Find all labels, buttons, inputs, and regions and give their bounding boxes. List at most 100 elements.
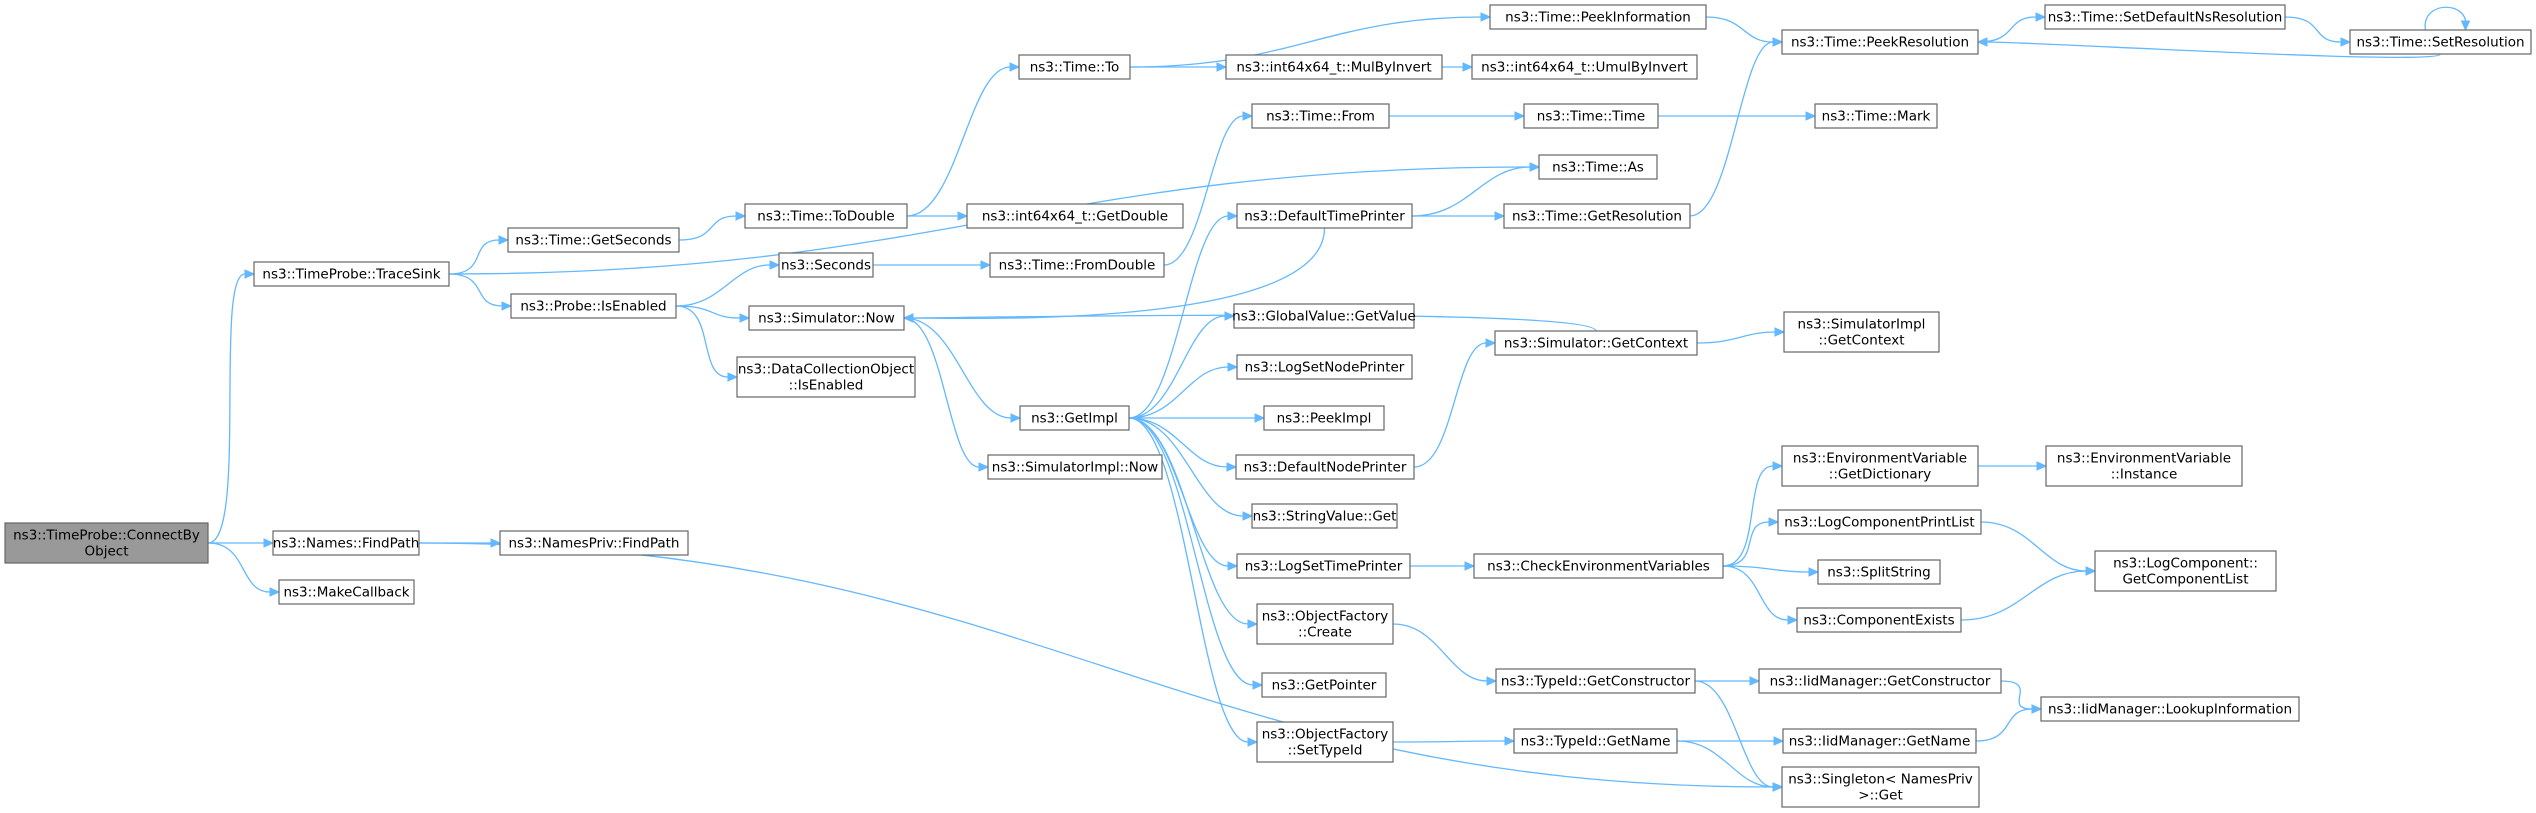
node-iidlookup[interactable]: ns3::IidManager::LookupInformation xyxy=(2040,696,2300,722)
node-umulbyinvert[interactable]: ns3::int64x64_t::UmulByInvert xyxy=(1471,54,1698,80)
edge-arrowhead xyxy=(1773,736,1785,746)
node-box xyxy=(1814,103,1938,129)
node-box xyxy=(2040,696,2300,722)
edge-arrowhead xyxy=(1808,567,1820,577)
node-box xyxy=(966,203,1184,229)
edge-arrowhead xyxy=(957,211,969,221)
node-label: ns3::TypeId::GetConstructor xyxy=(1501,674,1691,690)
node-typeidname[interactable]: ns3::TypeId::GetName xyxy=(1513,728,1678,754)
node-logcompprint[interactable]: ns3::LogComponentPrintList xyxy=(1777,509,1982,535)
node-label: ::Create xyxy=(1298,625,1352,641)
edge-getimpl-to-getpointer xyxy=(1128,417,1254,686)
node-timeto[interactable]: ns3::Time::To xyxy=(1018,54,1131,80)
node-simnow[interactable]: ns3::Simulator::Now xyxy=(748,305,905,331)
node-checkenv[interactable]: ns3::CheckEnvironmentVariables xyxy=(1473,553,1724,579)
node-box xyxy=(1538,154,1658,180)
node-box xyxy=(1503,203,1691,229)
node-lognodeprinter[interactable]: ns3::LogSetNodePrinter xyxy=(1236,354,1413,380)
node-fromdouble[interactable]: ns3::Time::FromDouble xyxy=(989,252,1165,278)
node-dcoisenabled[interactable]: ns3::DataCollectionObject::IsEnabled xyxy=(736,356,916,398)
node-box xyxy=(1783,311,1940,353)
node-stringvalue[interactable]: ns3::StringValue::Get xyxy=(1251,503,1398,529)
node-peekres[interactable]: ns3::Time::PeekResolution xyxy=(1781,29,1979,55)
node-getseconds[interactable]: ns3::Time::GetSeconds xyxy=(507,227,680,253)
node-logtimeprinter[interactable]: ns3::LogSetTimePrinter xyxy=(1236,553,1411,579)
node-setres[interactable]: ns3::Time::SetResolution xyxy=(2349,29,2532,55)
node-box xyxy=(1235,454,1415,480)
node-simimplctx[interactable]: ns3::SimulatorImpl::GetContext xyxy=(1783,311,1940,353)
node-simgetctx[interactable]: ns3::Simulator::GetContext xyxy=(1494,330,1698,356)
edge-arrowhead xyxy=(1976,37,1988,47)
node-iidname[interactable]: ns3::IidManager::GetName xyxy=(1782,728,1977,754)
node-label: ns3::TypeId::GetName xyxy=(1521,734,1671,750)
node-box xyxy=(1782,728,1977,754)
node-mulbyinvert[interactable]: ns3::int64x64_t::MulByInvert xyxy=(1225,54,1443,80)
node-iidctor[interactable]: ns3::IidManager::GetConstructor xyxy=(1758,668,2002,694)
edge-tracesink-to-getseconds xyxy=(448,239,500,275)
edge-arrowhead xyxy=(1227,362,1239,372)
node-box xyxy=(1236,354,1413,380)
node-tracesink[interactable]: ns3::TimeProbe::TraceSink xyxy=(253,261,450,287)
edge-arrowhead xyxy=(735,211,747,221)
node-box xyxy=(1018,54,1131,80)
node-peekinfo[interactable]: ns3::Time::PeekInformation xyxy=(1489,4,1707,30)
node-logcomplist[interactable]: ns3::LogComponent::GetComponentList xyxy=(2094,550,2277,592)
node-timefrom[interactable]: ns3::Time::From xyxy=(1251,103,1390,129)
node-label: ns3::SplitString xyxy=(1827,565,1931,581)
node-label: ns3::TimeProbe::TraceSink xyxy=(262,267,440,283)
node-getdouble[interactable]: ns3::int64x64_t::GetDouble xyxy=(966,203,1184,229)
node-simimplnow[interactable]: ns3::SimulatorImpl::Now xyxy=(987,454,1163,480)
node-todouble[interactable]: ns3::Time::ToDouble xyxy=(744,203,908,229)
node-label: ns3::ObjectFactory xyxy=(1262,727,1389,743)
node-timemark[interactable]: ns3::Time::Mark xyxy=(1814,103,1938,129)
node-findpath[interactable]: ns3::Names::FindPath xyxy=(272,530,420,556)
node-box xyxy=(1781,766,1980,808)
node-makecb[interactable]: ns3::MakeCallback xyxy=(278,579,415,605)
edge-arrowhead xyxy=(1462,62,1474,72)
edge-arrowhead xyxy=(902,313,914,323)
node-peekimpl[interactable]: ns3::PeekImpl xyxy=(1263,405,1385,431)
node-objfactsettype[interactable]: ns3::ObjectFactory::SetTypeId xyxy=(1256,721,1394,763)
edge-isenabled-to-simnow xyxy=(675,305,741,319)
node-isenabled[interactable]: ns3::Probe::IsEnabled xyxy=(510,293,677,319)
edge-connect-to-tracesink xyxy=(207,273,246,544)
node-label: ns3::int64x64_t::GetDouble xyxy=(982,209,1168,225)
node-timetime[interactable]: ns3::Time::Time xyxy=(1523,103,1659,129)
node-box xyxy=(2094,550,2277,592)
node-seconds[interactable]: ns3::Seconds xyxy=(778,252,874,278)
node-objfactcreate[interactable]: ns3::ObjectFactory::Create xyxy=(1256,603,1394,645)
node-label: ns3::LogComponentPrintList xyxy=(1784,515,1974,531)
node-as[interactable]: ns3::Time::As xyxy=(1538,154,1658,180)
node-deftimeprinter[interactable]: ns3::DefaultTimePrinter xyxy=(1236,203,1413,229)
node-envinst[interactable]: ns3::EnvironmentVariable::Instance xyxy=(2045,445,2243,487)
node-envdict[interactable]: ns3::EnvironmentVariable::GetDictionary xyxy=(1781,445,1979,487)
node-box xyxy=(1236,553,1411,579)
node-singleton[interactable]: ns3::Singleton< NamesPriv>::Get xyxy=(1781,766,1980,808)
edge-arrowhead xyxy=(1774,327,1786,337)
node-defnodeprinter[interactable]: ns3::DefaultNodePrinter xyxy=(1235,454,1415,480)
node-typeidctor[interactable]: ns3::TypeId::GetConstructor xyxy=(1495,668,1696,694)
edge-arrowhead xyxy=(769,260,781,270)
node-getres[interactable]: ns3::Time::GetResolution xyxy=(1503,203,1691,229)
edge-arrowhead xyxy=(727,372,739,382)
node-label: ns3::SimulatorImpl::Now xyxy=(992,460,1158,476)
edge-arrowhead xyxy=(1480,12,1492,22)
edge-objfactsettype-to-typeidname xyxy=(1392,740,1506,743)
edge-defnodeprinter-to-simgetctx xyxy=(1413,342,1487,468)
node-compexists[interactable]: ns3::ComponentExists xyxy=(1796,607,1962,633)
node-label: ns3::GetImpl xyxy=(1031,411,1118,427)
node-getpointer[interactable]: ns3::GetPointer xyxy=(1261,672,1387,698)
edge-arrowhead xyxy=(1224,311,1236,321)
node-label: ns3::Simulator::GetContext xyxy=(1504,336,1688,352)
edge-arrowhead xyxy=(1227,211,1239,221)
node-box xyxy=(1523,103,1659,129)
edge-arrowhead xyxy=(269,587,281,597)
node-label: ns3::Time::Time xyxy=(1537,109,1645,125)
node-globalvalue[interactable]: ns3::GlobalValue::GetValue xyxy=(1232,303,1416,329)
node-namesprivfind[interactable]: ns3::NamesPriv::FindPath xyxy=(499,530,689,556)
node-splitstring[interactable]: ns3::SplitString xyxy=(1817,559,1941,585)
node-setdefns[interactable]: ns3::Time::SetDefaultNsResolution xyxy=(2044,4,2286,30)
node-getimpl[interactable]: ns3::GetImpl xyxy=(1019,405,1130,431)
node-box xyxy=(507,227,680,253)
